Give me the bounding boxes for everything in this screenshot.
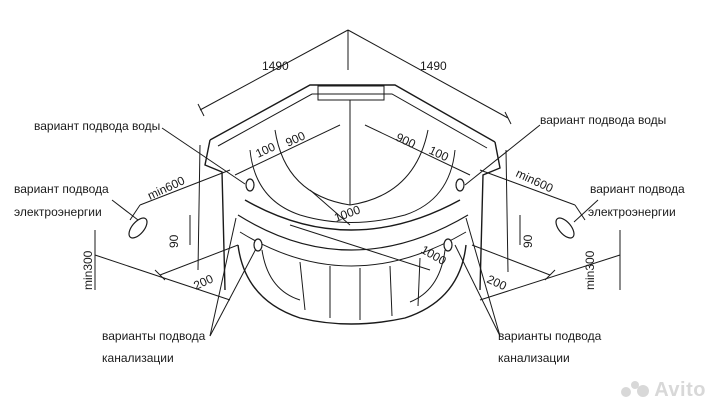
dim-90-right: 90 [521,234,535,248]
power-outlet-right-icon [555,217,575,239]
dim-line-1490-left [199,29,349,111]
leader-water-right [464,124,541,186]
avito-logo-icon [621,381,650,397]
dim-min300-right: min300 [583,250,597,290]
callout-power-right-line1: вариант подвода [590,182,685,196]
leader-sewer-left [209,244,259,337]
rim-inner-back [217,93,488,149]
avito-watermark: Avito [620,379,706,402]
rim-back [209,84,496,143]
callout-sewer-right-line1: варианты подвода [498,329,602,343]
drain-left-icon [253,238,263,252]
dim-line-1490-right [347,29,509,119]
dim-min600-left: min600 [145,173,187,202]
dim-inner-left-100: 100 [253,139,277,160]
water-inlet-right-icon [455,178,465,192]
leader-water-left [161,127,246,185]
callout-water-right: вариант подвода воды [540,113,667,127]
leader-power-right [573,199,599,223]
dim-width-right: 1490 [420,59,447,73]
drain-right-icon [443,238,453,252]
callout-power-right-line2: электроэнергии [588,205,676,219]
callout-water-left: вариант подвода воды [34,119,161,133]
water-inlet-left-icon [245,178,255,192]
dim-min600-right: min600 [514,166,556,195]
headrest [317,85,385,101]
leader-sewer-right [454,244,501,337]
dim-90-left: 90 [167,234,181,248]
callout-sewer-left-line1: варианты подвода [102,329,206,343]
dim-inner-left-900: 900 [283,128,307,149]
callout-sewer-left-line2: канализации [102,351,174,365]
bowl-rim [244,199,461,231]
power-outlet-left-icon [128,217,148,239]
callout-power-left-line2: электроэнергии [14,205,102,219]
dim-1000-a: 1000 [332,202,362,224]
dim-inner-right-100: 100 [427,143,451,164]
watermark-text: Avito [654,379,706,401]
dim-min300-left: min300 [81,250,95,290]
dim-200-right: 200 [485,272,509,293]
leader-power-left [111,199,139,221]
callout-sewer-right-line2: канализации [498,351,570,365]
dim-width-left: 1490 [262,59,289,73]
dim-200-left: 200 [191,271,215,292]
callout-power-left-line1: вариант подвода [14,182,109,196]
front-shell [237,244,467,325]
